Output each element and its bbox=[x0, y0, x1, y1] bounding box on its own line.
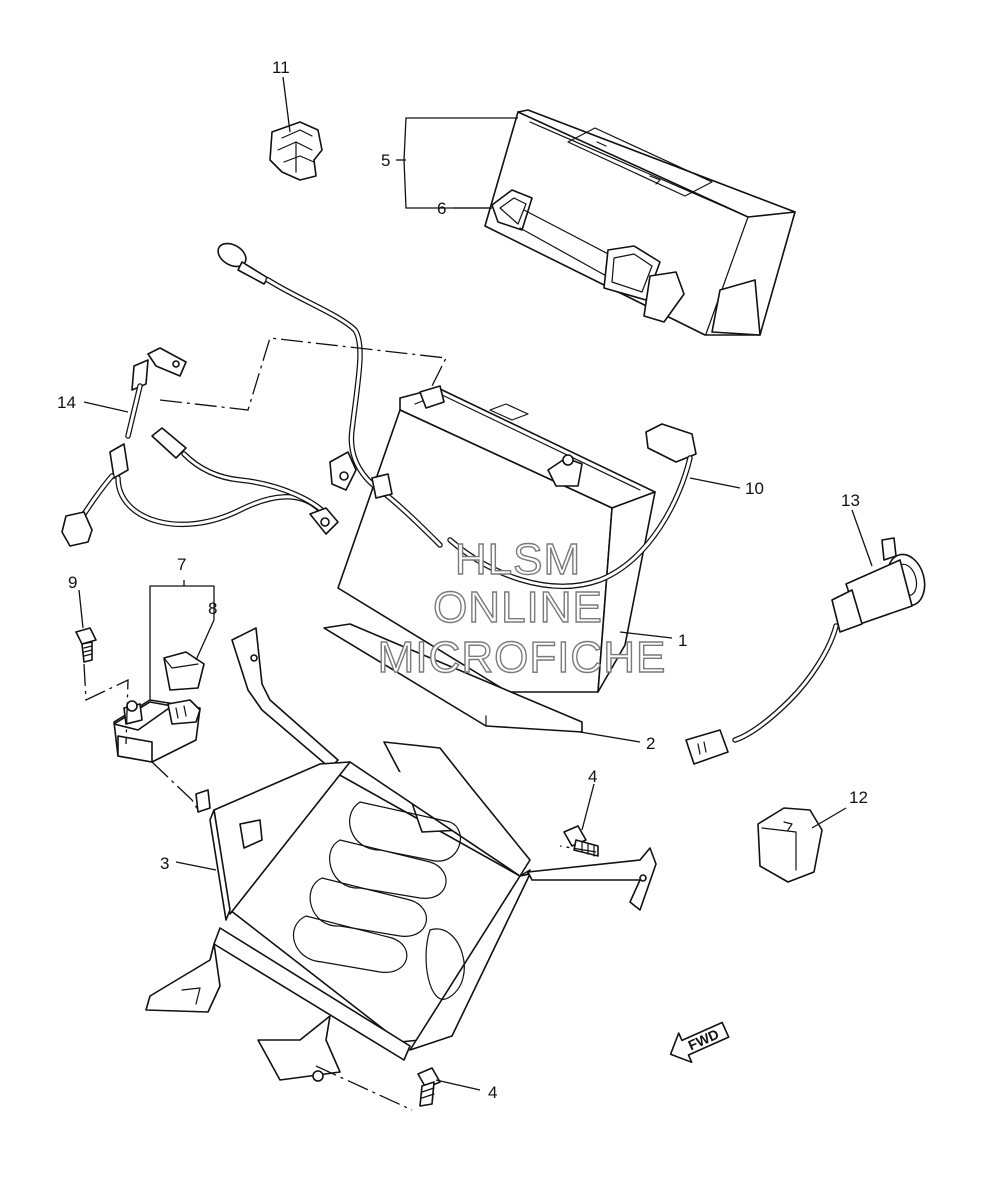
callout-13: 13 bbox=[841, 491, 860, 510]
callout-8: 8 bbox=[208, 599, 217, 618]
bolt-part-4-upper bbox=[563, 825, 599, 857]
watermark-line-3: MICROFICHE bbox=[378, 633, 667, 682]
callout-5: 5 bbox=[381, 151, 390, 170]
callout-4-upper: 4 bbox=[588, 767, 597, 786]
starter-relay-part-7 bbox=[113, 699, 201, 763]
battery-negative-cable bbox=[217, 242, 443, 548]
wire-harness-part-14 bbox=[61, 347, 339, 547]
socket-cap-part-12 bbox=[757, 807, 823, 883]
cover-strap-part-6 bbox=[491, 189, 685, 323]
leader-lines bbox=[78, 76, 873, 1091]
watermark-line-1: HLSM bbox=[455, 535, 581, 584]
power-socket-part-13 bbox=[685, 537, 926, 765]
battery-pad-part-2 bbox=[323, 623, 583, 733]
callout-2: 2 bbox=[646, 734, 655, 753]
callout-10: 10 bbox=[745, 479, 764, 498]
callout-1: 1 bbox=[678, 631, 687, 650]
wire-clip-part-11 bbox=[269, 121, 323, 181]
callout-14: 14 bbox=[57, 393, 76, 412]
fuse-part-8 bbox=[163, 651, 205, 691]
callout-6: 6 bbox=[437, 199, 446, 218]
positive-cable-part-10 bbox=[447, 423, 697, 589]
callout-11: 11 bbox=[272, 58, 290, 77]
callout-labels: 11 5 6 14 10 13 7 9 8 1 2 4 12 3 4 bbox=[57, 58, 868, 1102]
watermark: HLSM ONLINE MICROFICHE bbox=[377, 534, 667, 682]
forward-direction-arrow: FWD bbox=[669, 1021, 730, 1064]
bolt-part-9 bbox=[75, 627, 97, 663]
callout-3: 3 bbox=[160, 854, 169, 873]
callout-12: 12 bbox=[849, 788, 868, 807]
callout-7: 7 bbox=[177, 555, 186, 574]
battery-part-1 bbox=[337, 385, 656, 693]
battery-cover-part-5 bbox=[484, 109, 796, 336]
battery-box-part-3 bbox=[145, 627, 657, 1082]
reference-lines bbox=[83, 337, 597, 1111]
callout-4-lower: 4 bbox=[488, 1083, 497, 1102]
bolt-part-4-lower bbox=[417, 1067, 441, 1107]
callout-9: 9 bbox=[68, 573, 77, 592]
watermark-line-2: ONLINE bbox=[433, 583, 603, 632]
fwd-label: FWD bbox=[686, 1026, 722, 1054]
